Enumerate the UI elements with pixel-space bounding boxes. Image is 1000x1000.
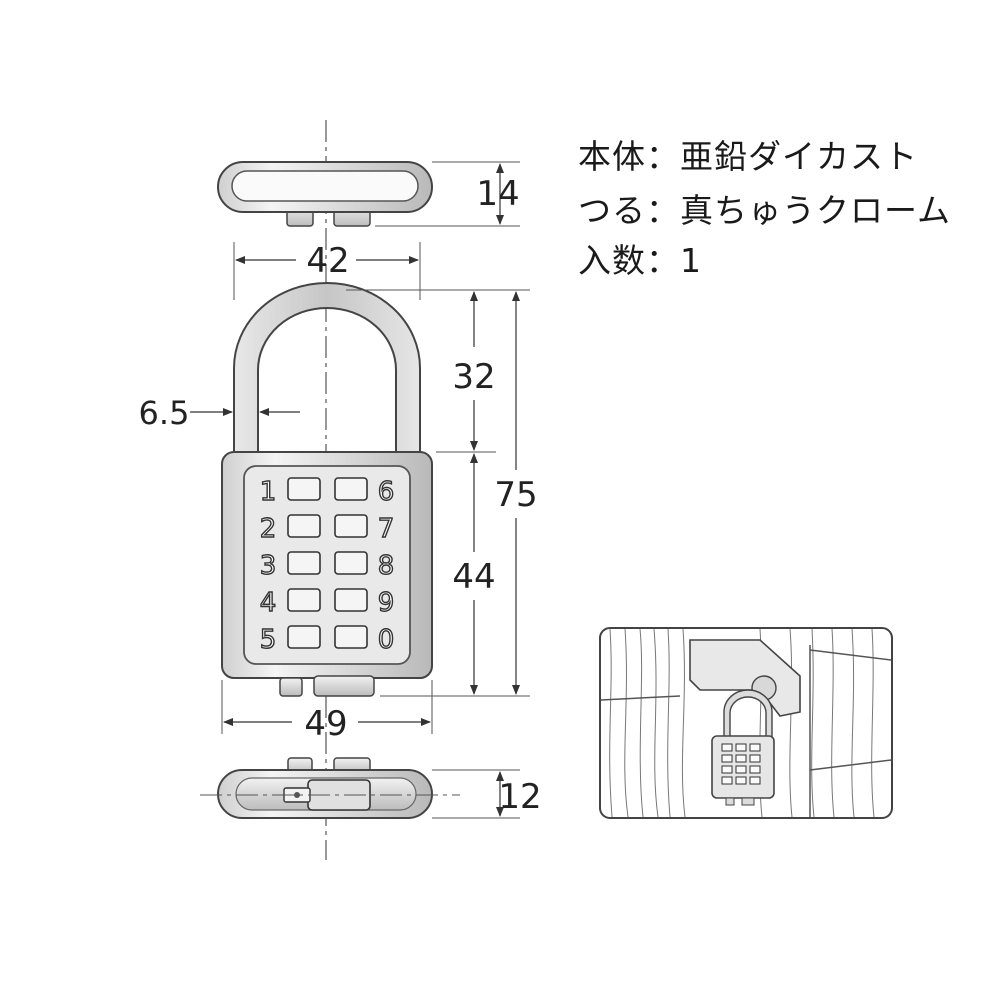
keypad-button — [334, 514, 368, 538]
keypad-digit: 8 — [378, 551, 395, 581]
dim-total-height: 75 — [494, 475, 537, 515]
keypad-button — [287, 588, 321, 612]
dim-bottom-depth: 12 — [498, 777, 541, 817]
keypad-button — [287, 551, 321, 575]
keypad-button — [287, 514, 321, 538]
shackle — [233, 282, 421, 456]
keypad-row: 2 7 — [259, 513, 395, 544]
keypad-panel — [243, 465, 411, 665]
keypad-digit: 0 — [378, 625, 395, 655]
keypad-button — [334, 551, 368, 575]
keypad-row: 3 8 — [259, 550, 395, 581]
keypad-button — [334, 588, 368, 612]
keypad-row: 5 0 — [259, 624, 395, 655]
dim-shackle-height: 32 — [452, 357, 495, 397]
keypad-digit: 3 — [260, 551, 277, 581]
dim-shackle-diameter: 6.5 — [139, 394, 190, 432]
keypad-button — [334, 477, 368, 501]
keypad: 1 6 2 7 3 8 4 — [259, 476, 395, 655]
keypad-digit: 2 — [260, 514, 277, 544]
keypad-button — [334, 625, 368, 649]
keypad-button — [287, 477, 321, 501]
keypad-digit: 6 — [378, 477, 395, 507]
front-view: 42 6.5 1 6 2 — [139, 241, 538, 744]
dim-shackle-width: 42 — [306, 241, 349, 281]
dim-body-height: 44 — [452, 557, 495, 597]
top-view: 14 — [217, 161, 520, 227]
keypad-digit: 7 — [378, 514, 395, 544]
keypad-row: 4 9 — [259, 587, 395, 618]
keypad-digit: 4 — [260, 588, 277, 618]
spec-body-material: 本体：亜鉛ダイカスト — [578, 137, 918, 176]
keypad-button — [287, 625, 321, 649]
keypad-row: 1 6 — [259, 476, 395, 507]
dim-top-depth: 14 — [476, 174, 519, 214]
bottom-view: 12 — [200, 757, 542, 819]
dim-body-width: 49 — [304, 704, 347, 744]
spec-shackle-material: つる：真ちゅうクローム — [578, 191, 952, 230]
keypad-digit: 5 — [260, 625, 277, 655]
keypad-digit: 9 — [378, 588, 395, 618]
usage-illustration — [599, 627, 893, 819]
keypad-digit: 1 — [260, 477, 277, 507]
spec-quantity: 入数：1 — [578, 241, 702, 280]
